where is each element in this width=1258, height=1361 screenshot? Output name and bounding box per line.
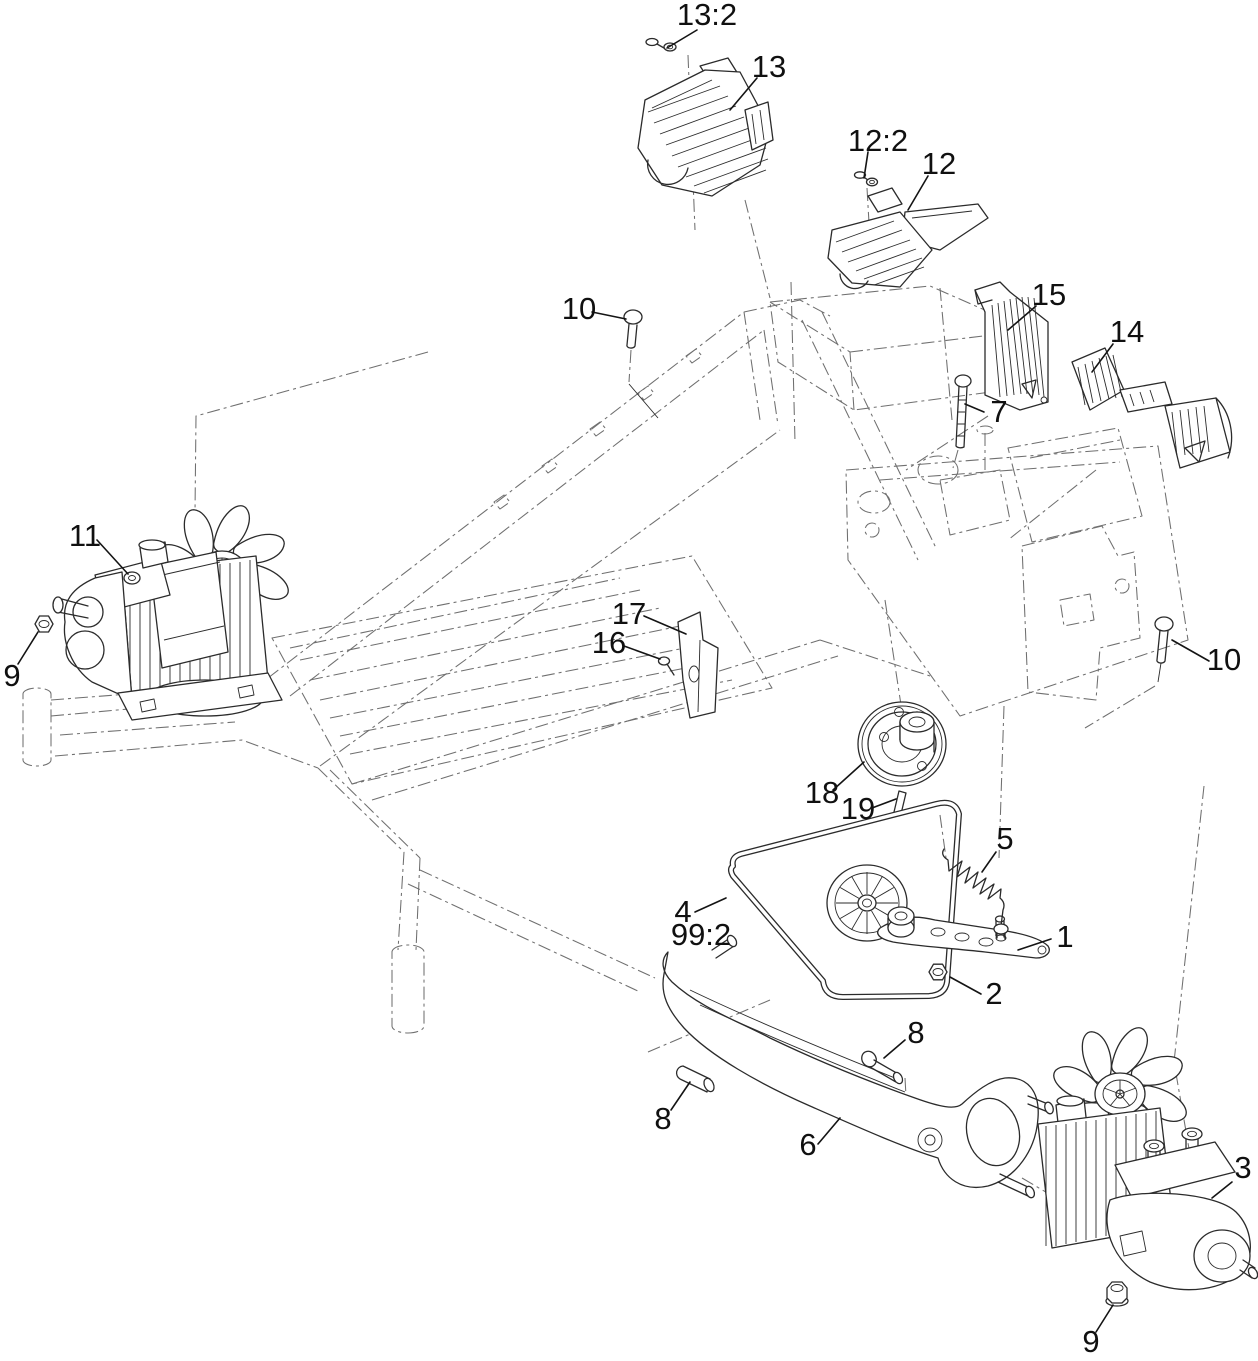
callout-16: 16 [592, 625, 626, 660]
callout-9-bottom: 9 [1082, 1324, 1099, 1359]
part-3-right-transaxle [1037, 1027, 1258, 1291]
part-15-guard [974, 281, 1049, 411]
part-9-nut-bottom [1105, 1281, 1129, 1307]
callout-18: 18 [805, 775, 839, 810]
callout-19: 19 [841, 791, 875, 826]
idler-pulley [826, 864, 908, 942]
callout-1: 1 [1056, 919, 1073, 954]
part-4-belt [728, 799, 962, 1000]
part-10-bolt-right [1154, 616, 1174, 683]
part-6-bracket [662, 934, 1054, 1199]
callout-labels: 13:2 13 12:2 12 15 14 10 7 11 9 17 16 10… [3, 0, 1251, 1359]
callout-12: 12 [922, 146, 956, 181]
callout-9-left: 9 [3, 658, 20, 693]
callout-8-right: 8 [907, 1015, 924, 1050]
part-11-left-transaxle [52, 505, 289, 721]
callout-13: 13 [752, 49, 786, 84]
part-8-bolt-right [861, 1050, 904, 1085]
part-18-pulley [857, 701, 947, 787]
callout-8-left: 8 [654, 1101, 671, 1136]
part-5-spring [942, 848, 1009, 942]
part-17-plate [677, 611, 719, 719]
part-16-screw [657, 656, 675, 676]
part-8-pin-left [675, 1065, 715, 1093]
part-12-2-screw [853, 171, 879, 187]
callout-5: 5 [996, 821, 1013, 856]
part-9-nut-left [34, 615, 54, 633]
part-1-idler-arm [877, 906, 1050, 959]
callout-11: 11 [69, 518, 101, 553]
callout-14: 14 [1110, 314, 1144, 349]
callout-2: 2 [985, 976, 1002, 1011]
callout-4: 4 [674, 894, 691, 929]
part-12-cover [827, 187, 989, 290]
callout-12-2: 12:2 [848, 123, 908, 158]
callout-10-right: 10 [1207, 642, 1241, 677]
callout-99-2: 99:2 [671, 917, 731, 952]
leader-lines [17, 29, 1233, 1333]
callout-15: 15 [1032, 277, 1066, 312]
callout-10-left: 10 [562, 291, 596, 326]
part-10-bolt-left [623, 309, 659, 419]
callout-7: 7 [990, 394, 1007, 429]
part-14-guard [1071, 347, 1233, 469]
callout-13-2: 13:2 [677, 0, 737, 32]
part-7-bolt [954, 374, 972, 449]
callout-3: 3 [1234, 1150, 1251, 1185]
callout-17: 17 [612, 596, 646, 631]
callout-6: 6 [799, 1127, 816, 1162]
part-2-nut [928, 963, 948, 981]
